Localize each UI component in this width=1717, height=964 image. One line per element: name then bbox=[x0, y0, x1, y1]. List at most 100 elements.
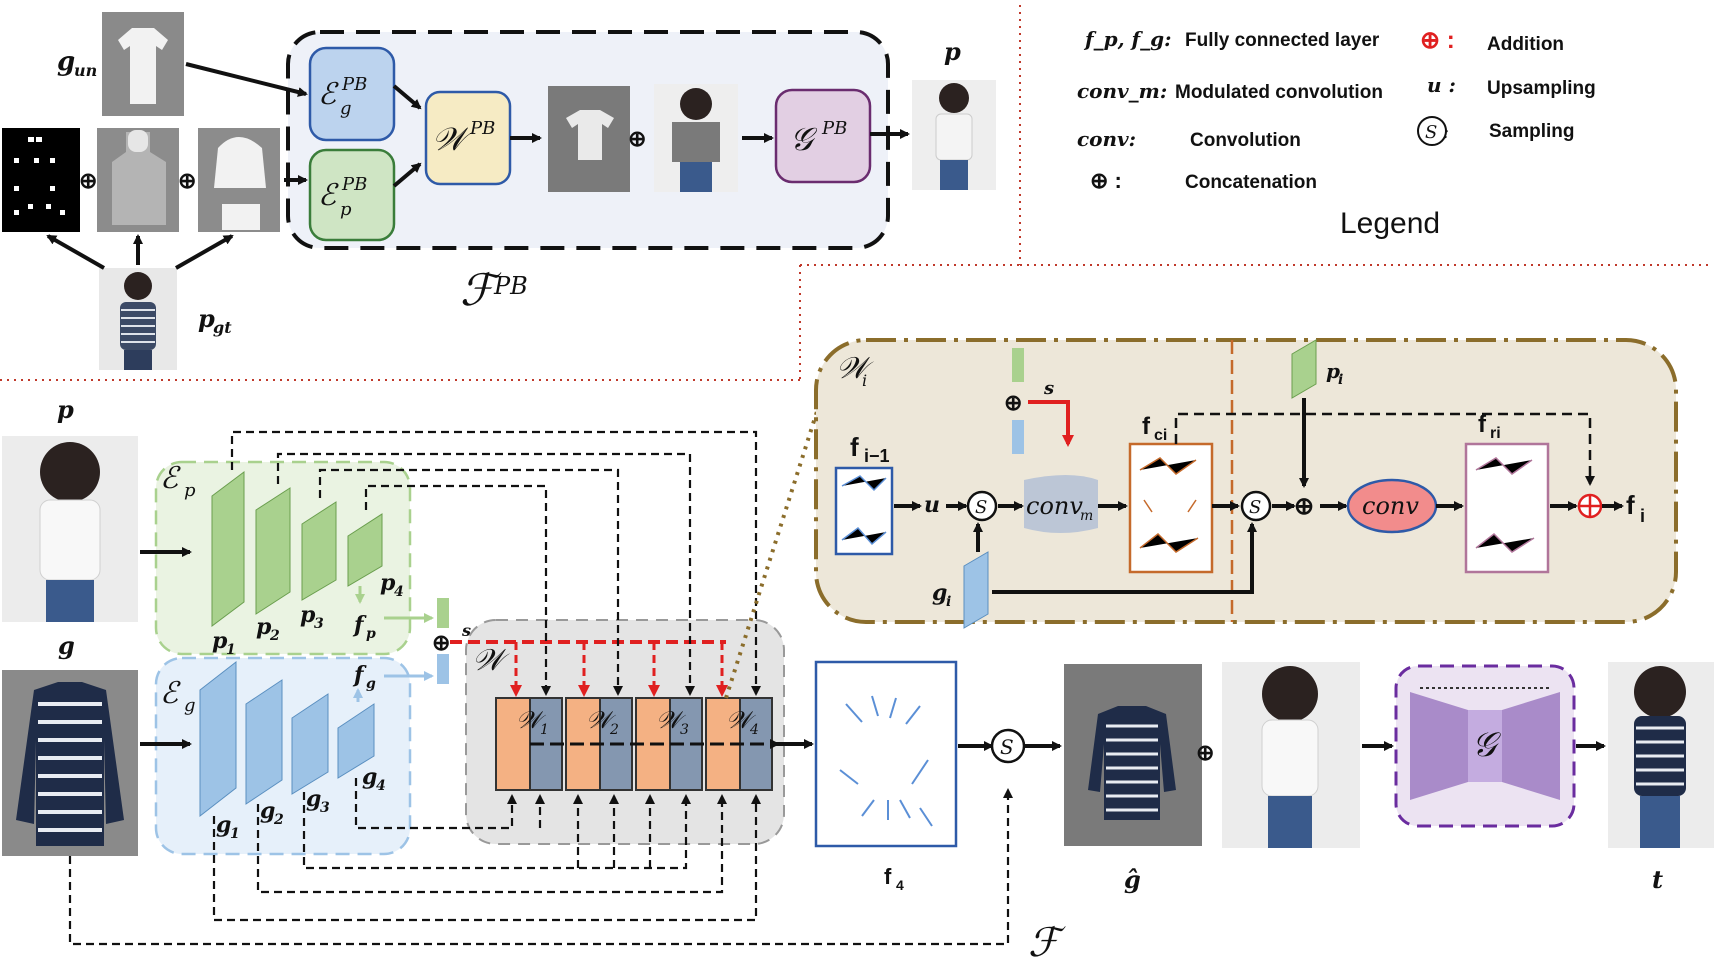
detail-s-label: s bbox=[1043, 378, 1054, 399]
keypoints bbox=[14, 137, 65, 215]
p-gt-label: p bbox=[198, 304, 215, 333]
detail-sample-2 bbox=[1240, 490, 1272, 522]
stripes bbox=[38, 702, 102, 832]
p4-label: p bbox=[380, 570, 396, 596]
style-vec-p bbox=[437, 598, 449, 628]
legend-symbol-sample: S : bbox=[1425, 122, 1449, 143]
p2-sub: 2 bbox=[269, 628, 280, 644]
sampling-icon bbox=[1417, 116, 1447, 146]
g1-label: g bbox=[216, 812, 231, 838]
g-un-label: g bbox=[57, 47, 75, 77]
legend-symbol-conv: conv: bbox=[1077, 127, 1136, 151]
detail-title-sub: i bbox=[862, 371, 867, 390]
g3-label: g bbox=[306, 786, 321, 812]
fi-label: f bbox=[1626, 490, 1635, 520]
detail-sample-1-symbol: S bbox=[975, 497, 987, 518]
legend-text-convm: Modulated convolution bbox=[1175, 82, 1383, 103]
f4-label: f bbox=[884, 864, 892, 889]
gi-sub: i bbox=[946, 594, 951, 610]
g3-sub: 3 bbox=[320, 800, 330, 816]
legend-symbol-up: u : bbox=[1427, 73, 1456, 97]
ep-symbol: ℰ bbox=[160, 461, 181, 496]
eg-symbol: ℰ bbox=[160, 676, 181, 711]
style-vec-g bbox=[437, 654, 449, 684]
p2-label: p bbox=[256, 614, 272, 640]
fg-sub: g bbox=[366, 676, 376, 692]
tshirt-shape bbox=[118, 28, 168, 104]
p-gt-sub: gt bbox=[213, 318, 232, 337]
enc-g-pb bbox=[308, 46, 396, 142]
eg-sub: g bbox=[184, 695, 196, 716]
enc-p-pb-sup: PB bbox=[341, 174, 367, 195]
fci-label: f bbox=[1142, 413, 1151, 440]
enc-g-pb-sup: PB bbox=[341, 74, 367, 95]
p3-sub: 3 bbox=[314, 616, 324, 632]
legend-text-add: Addition bbox=[1487, 34, 1564, 55]
detail-concat: ⊕ bbox=[1004, 390, 1022, 415]
f-label: ℱ bbox=[1028, 920, 1066, 964]
legend-text-up: Upsampling bbox=[1487, 78, 1596, 99]
w1-sub: 1 bbox=[540, 722, 549, 738]
p-out-label: p bbox=[944, 37, 961, 66]
convm-sub: m bbox=[1080, 508, 1093, 524]
p3-label: p bbox=[300, 602, 316, 628]
g4-label: g bbox=[362, 764, 377, 790]
ep-sub: p bbox=[184, 480, 196, 501]
enc-p-pb bbox=[308, 148, 396, 242]
top-pipeline: g un ⊕ ⊕ p gt bbox=[2, 12, 996, 370]
g4-sub: 4 bbox=[376, 778, 386, 794]
legend-title: Legend bbox=[1340, 207, 1440, 240]
flow-f4 bbox=[814, 660, 958, 848]
fg-label: f bbox=[352, 662, 367, 688]
fci-box bbox=[1128, 442, 1214, 574]
f-prev-label: f bbox=[850, 432, 859, 462]
fri-label: f bbox=[1478, 411, 1487, 438]
g-feature-slabs bbox=[199, 660, 375, 818]
w3-sub: 3 bbox=[680, 722, 689, 738]
fri-box bbox=[1464, 442, 1550, 574]
upsample-label: u bbox=[924, 492, 940, 518]
legend: f_p, f_g: Fully connected layer conv_m: … bbox=[1077, 27, 1596, 240]
generator-symbol: 𝒢 bbox=[1472, 725, 1501, 765]
convm-label: conv bbox=[1026, 492, 1083, 520]
legend-symbol-concat: ⊕ : bbox=[1090, 168, 1122, 193]
section-separators bbox=[0, 5, 1712, 381]
enc-g-pb-sub: g bbox=[340, 98, 352, 119]
legend-text-concat: Concatenation bbox=[1185, 172, 1317, 193]
p4-sub: 4 bbox=[394, 584, 404, 600]
g-un-sub: un bbox=[74, 61, 97, 80]
p1-sub: 1 bbox=[226, 642, 236, 658]
sampling-node-symbol: S bbox=[1000, 735, 1014, 759]
pi-label: p bbox=[1326, 359, 1340, 383]
plus-bottom: ⊕ bbox=[1196, 740, 1214, 765]
detail-wi: 𝒲 i ⊕ s f i−1 u S g i conv m bbox=[814, 338, 1678, 629]
plus-3: ⊕ bbox=[628, 126, 646, 151]
g-label: g bbox=[58, 631, 75, 660]
legend-symbol-fc: f_p, f_g: bbox=[1083, 27, 1171, 51]
f-pb-sup: PB bbox=[493, 272, 528, 300]
detail-sample-2-symbol: S bbox=[1249, 497, 1261, 518]
w4-sub: 4 bbox=[749, 722, 759, 738]
legend-text-sample: Sampling bbox=[1489, 121, 1575, 142]
enc-p-pb-symbol: ℰ bbox=[318, 178, 339, 213]
fci-sub: ci bbox=[1154, 427, 1167, 444]
style-concat: ⊕ bbox=[432, 630, 450, 655]
legend-symbol-add: ⊕ : bbox=[1420, 27, 1455, 54]
enc-g-pb-symbol: ℰ bbox=[318, 77, 339, 112]
pi-sub: i bbox=[1338, 372, 1343, 388]
legend-text-conv: Convolution bbox=[1190, 130, 1301, 151]
style-s-label: s bbox=[461, 621, 471, 640]
w2-sub: 2 bbox=[609, 722, 619, 738]
warp-pb-sup: PB bbox=[469, 118, 495, 139]
legend-symbol-convm: conv_m: bbox=[1077, 79, 1167, 103]
g2-label: g bbox=[260, 798, 275, 824]
t-label: t bbox=[1652, 865, 1663, 894]
detail-frame bbox=[814, 338, 1678, 624]
convm-block bbox=[1024, 475, 1098, 533]
f4-sub: 4 bbox=[896, 877, 904, 893]
fp-sub: p bbox=[366, 626, 376, 642]
fi-sub: i bbox=[1640, 506, 1645, 526]
fp-label: f bbox=[352, 612, 367, 638]
flow-arrows bbox=[839, 695, 933, 827]
